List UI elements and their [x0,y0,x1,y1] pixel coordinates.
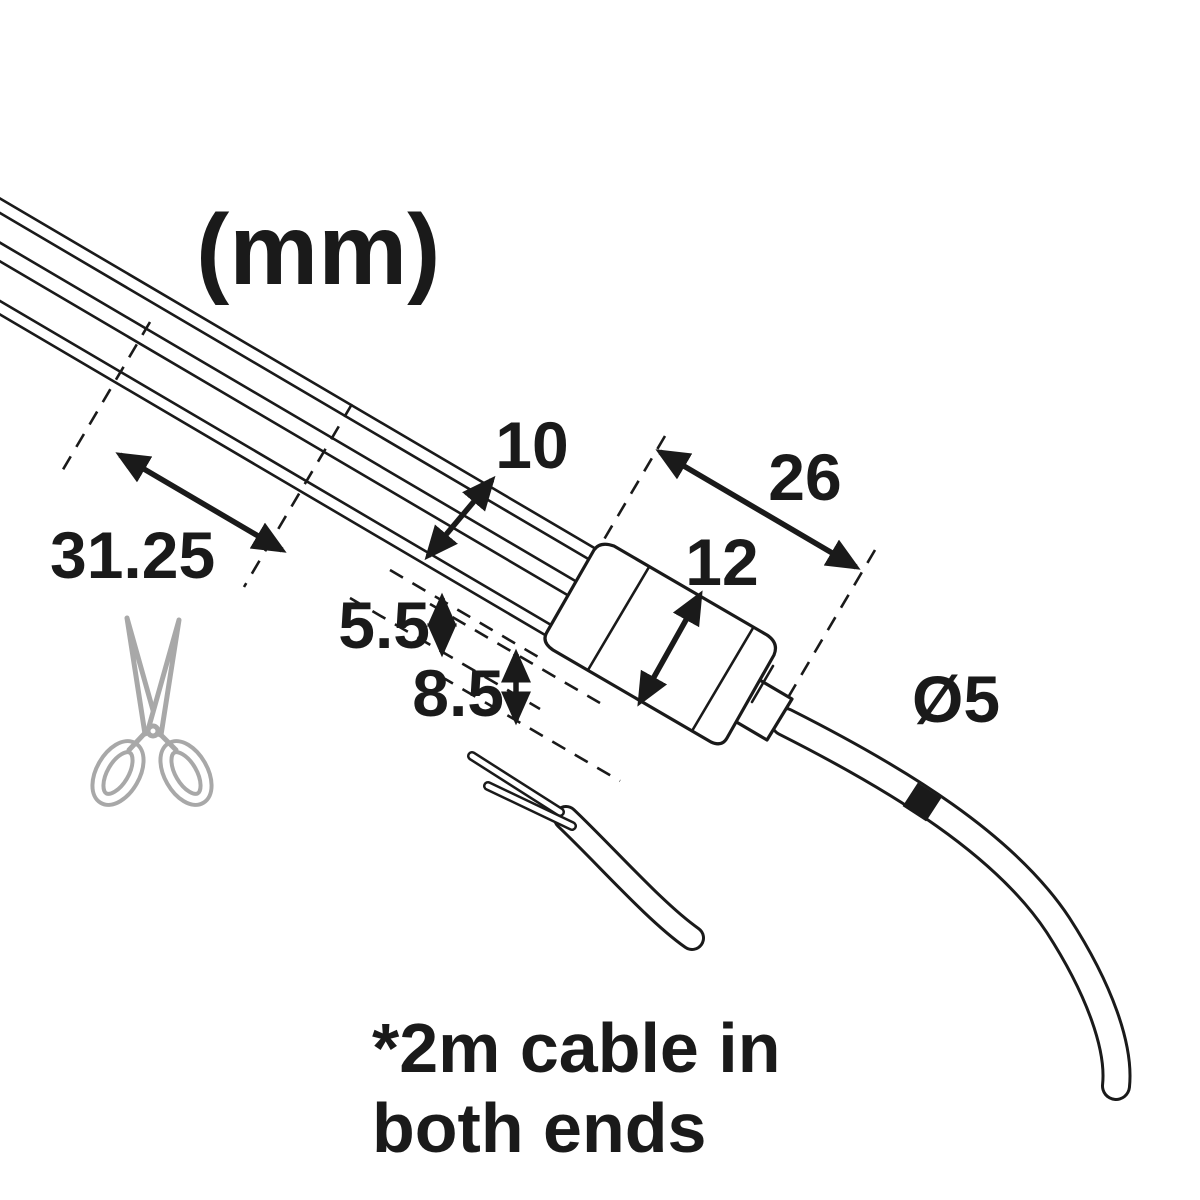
cap-seam-line [690,626,755,733]
stripped-cable-end [467,751,705,951]
cable-body [773,710,1129,1098]
strip-thickness-label: 5.5 [338,588,430,662]
cap-seam-line [586,565,651,672]
cut-interval-label: 31.25 [50,518,215,592]
strip-edge-line [0,312,559,644]
cap-thickness-label: 8.5 [412,656,504,730]
unit-label: (mm) [196,194,440,306]
strip-edge-line [0,197,610,558]
thickness-extension-line [439,674,621,783]
thickness-extension-line [429,602,601,705]
strip-edge-line [0,299,565,634]
cut-interval-arrow [115,452,287,553]
cap-extension-line [574,435,667,588]
scissors-pivot [145,723,161,739]
cable-outline [770,707,1132,1101]
cable-stub-body [556,808,702,948]
cable-diameter-label: Ø5 [912,662,1000,736]
strip-width-label: 10 [495,408,568,482]
cap-extension-line [784,549,877,702]
cable-note-line2: both ends [372,1089,706,1167]
cap-length-arrow [655,449,861,570]
cap-width-label: 12 [685,525,758,599]
cut-mark-line [242,403,354,588]
scissors-stem [126,730,148,753]
wire-core [485,783,575,829]
scissors-handle-inner [94,743,142,803]
dimension-labels: (mm) 31.25 10 26 12 5.5 8.5 Ø5 [50,194,1000,736]
strip-width-arrow [424,475,496,561]
cable-note: *2m cable in both ends [372,1009,781,1167]
cut-mark-line [56,321,152,479]
cap-length-label: 26 [768,440,841,514]
scissors-handle-inner [162,743,210,803]
cap-width-arrow [637,590,703,707]
neon-strip [0,197,610,644]
cable-note-line1: *2m cable in [372,1009,781,1087]
dimension-arrows [115,449,861,726]
cable-diameter-marker [902,782,942,822]
scissors-blade [145,617,182,738]
power-cable [770,707,1132,1101]
wire-core [469,753,563,815]
thickness-extension-line [389,568,541,660]
neck-ridge-line [750,664,775,704]
scissors-icon [90,615,214,807]
